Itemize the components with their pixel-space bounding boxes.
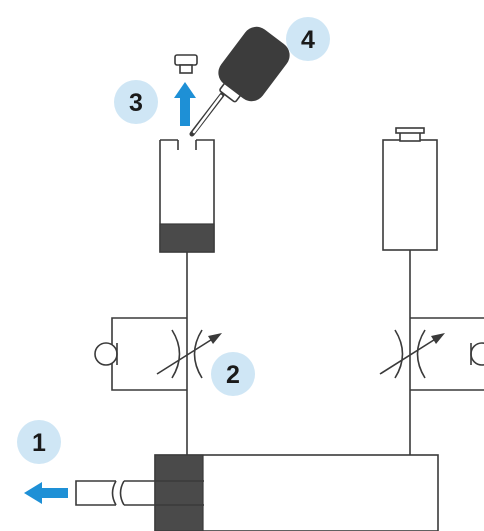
step-number-1: 1 [32, 429, 46, 457]
left-valve-block [94, 317, 222, 391]
step-badge-2: 2 [211, 352, 255, 396]
piston-rod [75, 480, 204, 506]
check-valve-icon [94, 342, 118, 366]
oil-bottle-icon [189, 26, 290, 137]
reservoir-cap-removed [174, 54, 198, 74]
step-number-4: 4 [301, 26, 315, 54]
step-badge-4: 4 [286, 17, 330, 61]
hydraulic-cylinder [75, 454, 439, 531]
adjustable-throttle-icon [156, 329, 222, 379]
adjustable-throttle-icon [379, 329, 445, 379]
right-valve-block [379, 317, 484, 391]
step-badge-1: 1 [17, 420, 61, 464]
direction-arrow-icon [24, 482, 68, 504]
left-reservoir [159, 139, 215, 253]
direction-arrow-icon [174, 82, 196, 126]
step-number-3: 3 [129, 89, 143, 117]
check-valve-icon [470, 342, 484, 366]
step-badge-3: 3 [114, 80, 158, 124]
right-reservoir [382, 127, 438, 251]
step-number-2: 2 [226, 361, 240, 389]
cylinder-piston [154, 454, 204, 531]
left-reservoir-fluid [159, 223, 215, 253]
